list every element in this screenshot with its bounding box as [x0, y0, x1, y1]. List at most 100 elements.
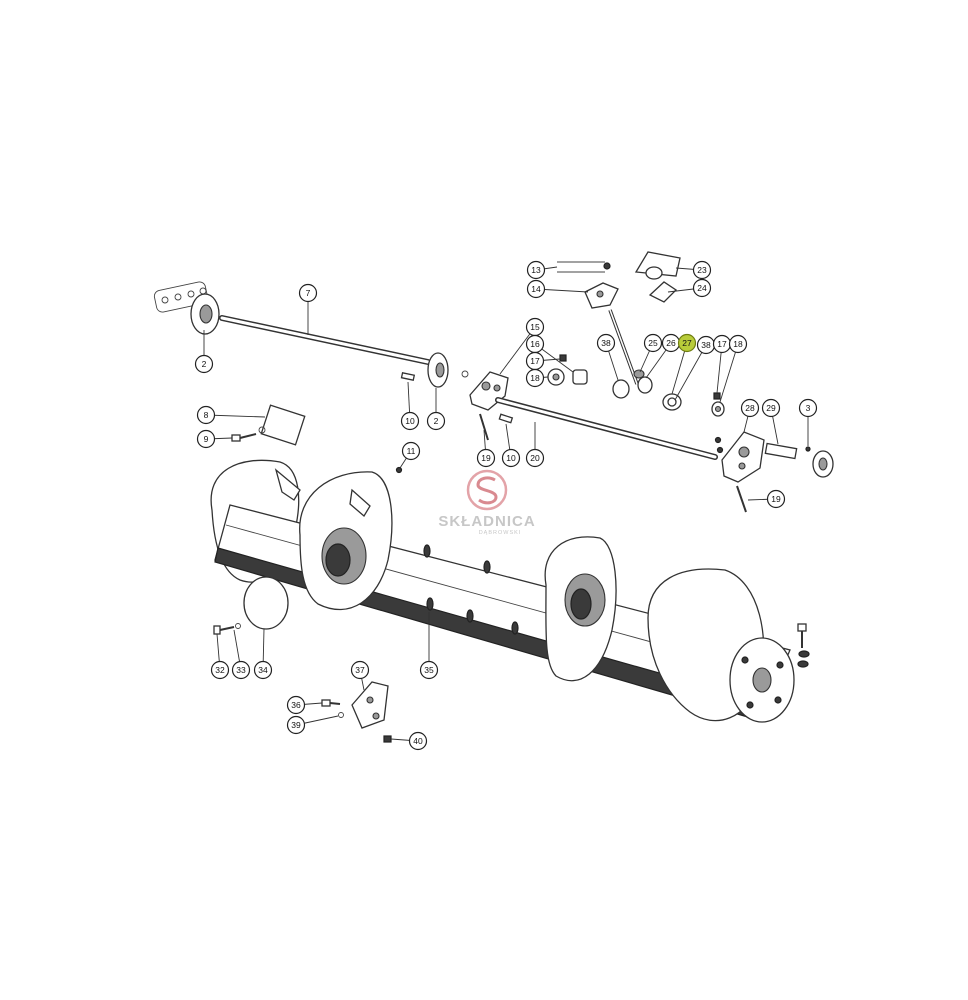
callout-circle	[231, 660, 251, 680]
callout-circle	[196, 405, 216, 425]
callout-circle	[196, 429, 216, 449]
callout-3: 3	[798, 398, 818, 418]
callout-36: 36	[286, 695, 306, 715]
callout-label: 3	[806, 403, 811, 413]
callout-32: 32	[210, 660, 230, 680]
callout-14: 14	[526, 279, 546, 299]
flange-bearing-left	[190, 293, 220, 335]
callout-circle	[298, 283, 318, 303]
callout-circle	[286, 695, 306, 715]
callout-7: 7	[298, 283, 318, 303]
callout-circle	[525, 448, 545, 468]
callout-label: 38	[601, 338, 611, 348]
leader-c15	[499, 326, 536, 375]
callout-39: 39	[286, 715, 306, 735]
top-linkage-assembly	[557, 251, 725, 417]
callout-label: 26	[666, 338, 676, 348]
callout-29: 29	[761, 398, 781, 418]
bearing-4	[812, 450, 834, 478]
callout-label: 33	[236, 665, 246, 675]
callout-circle	[798, 398, 818, 418]
callout-label: 36	[291, 700, 301, 710]
callout-26: 26	[661, 333, 681, 353]
center-shaft-assembly	[469, 354, 718, 460]
right-end-assembly	[714, 431, 834, 513]
callout-10: 10	[400, 411, 420, 431]
callout-label: 14	[531, 284, 541, 294]
grease-nipple-3	[805, 446, 811, 452]
callout-11: 11	[401, 441, 421, 461]
callout-circle	[408, 731, 428, 751]
callout-38: 38	[596, 333, 616, 353]
callout-circle	[350, 660, 370, 680]
callout-35: 35	[419, 660, 439, 680]
right-side-bolts	[797, 623, 810, 668]
callout-label: 35	[424, 665, 434, 675]
callout-label: 25	[648, 338, 658, 348]
callout-circle	[286, 715, 306, 735]
shaft-20	[495, 397, 718, 460]
callout-label: 40	[413, 736, 423, 746]
callout-label: 37	[355, 665, 365, 675]
callout-circle	[728, 334, 748, 354]
callout-label: 10	[405, 416, 415, 426]
nut-40	[383, 735, 392, 743]
callout-label: 9	[204, 434, 209, 444]
link-plate	[153, 281, 209, 313]
upper-shaft-assembly	[153, 281, 469, 388]
callout-40: 40	[408, 731, 428, 751]
callout-circle	[400, 411, 420, 431]
callout-label: 29	[766, 403, 776, 413]
callout-9: 9	[196, 429, 216, 449]
end-disc	[729, 637, 795, 723]
callout-33: 33	[231, 660, 251, 680]
callout-20: 20	[525, 448, 545, 468]
callout-label: 11	[407, 446, 416, 456]
callout-circle	[525, 368, 545, 388]
bearing-18	[547, 368, 565, 386]
ball-joint-38b	[667, 397, 677, 407]
nut-17	[559, 354, 567, 362]
callout-37: 37	[350, 660, 370, 680]
callout-circle	[426, 411, 446, 431]
leader-c8	[205, 414, 266, 418]
callout-circle	[419, 660, 439, 680]
callout-label: 39	[291, 720, 301, 730]
callout-label: 16	[530, 339, 540, 349]
callout-circle	[761, 398, 781, 418]
callout-circle	[476, 448, 496, 468]
callout-38: 38	[696, 335, 716, 355]
callout-label: 15	[530, 322, 540, 332]
callout-15: 15	[525, 317, 545, 337]
callout-27: 27	[677, 333, 697, 353]
callout-label: 2	[202, 359, 207, 369]
callout-24: 24	[692, 278, 712, 298]
callout-34: 34	[253, 660, 273, 680]
callout-18: 18	[525, 368, 545, 388]
callout-label: 10	[506, 453, 516, 463]
callout-circle	[526, 279, 546, 299]
callout-label: 27	[682, 338, 692, 348]
shaft-7	[219, 315, 431, 365]
tie-rod	[608, 309, 639, 385]
callout-8: 8	[196, 405, 216, 425]
callout-label: 24	[697, 283, 707, 293]
bolt-9	[231, 426, 266, 442]
callout-label: 19	[771, 494, 781, 504]
callout-circle	[596, 333, 616, 353]
small-parts-left	[213, 404, 403, 635]
ball-joint-38a	[612, 379, 630, 399]
link-plate-14	[584, 282, 619, 309]
callout-28: 28	[740, 398, 760, 418]
watermark-sub: DĄBROWSKI	[479, 530, 522, 536]
callout-label: 7	[306, 288, 311, 298]
callout-circle	[643, 333, 663, 353]
nut-25	[633, 369, 645, 379]
callout-label: 8	[204, 410, 209, 420]
callout-2: 2	[194, 354, 214, 374]
callout-19: 19	[766, 489, 786, 509]
bolt-19-left	[479, 413, 489, 441]
callout-circle	[766, 489, 786, 509]
callout-10: 10	[501, 448, 521, 468]
callout-circle	[194, 354, 214, 374]
